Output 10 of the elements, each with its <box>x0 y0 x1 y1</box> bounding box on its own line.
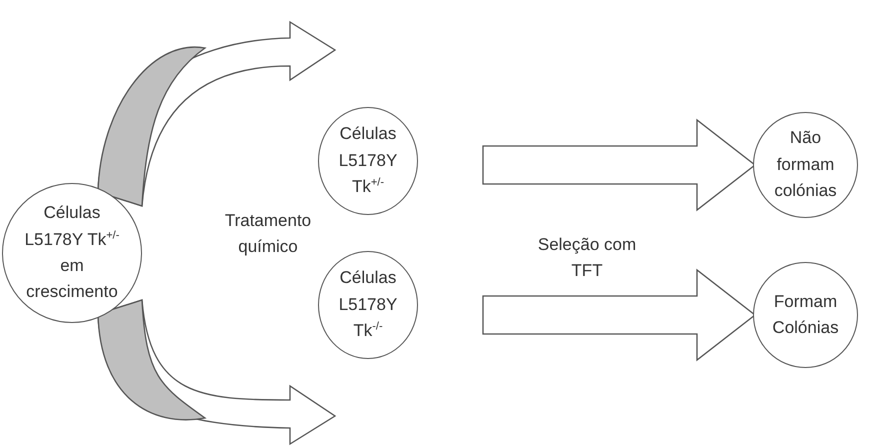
block-arrow <box>97 21 336 207</box>
annotation-text: Seleção com TFT <box>536 234 638 282</box>
block-arrow <box>482 118 756 212</box>
block-arrow <box>97 299 336 445</box>
node-text: Células L5178Y Tk$^{+/-}$ <box>338 124 398 196</box>
node-text: Células L5178Y Tk$^{+/-}$ em crescimento <box>24 203 120 302</box>
node-text: Células L5178Y Tk$^{-/-}$ <box>338 268 398 340</box>
node-text: Formam Colónias <box>772 292 839 337</box>
node-text: Não formam colónias <box>774 128 837 200</box>
annotation-text: Tratamento químico <box>224 210 312 258</box>
